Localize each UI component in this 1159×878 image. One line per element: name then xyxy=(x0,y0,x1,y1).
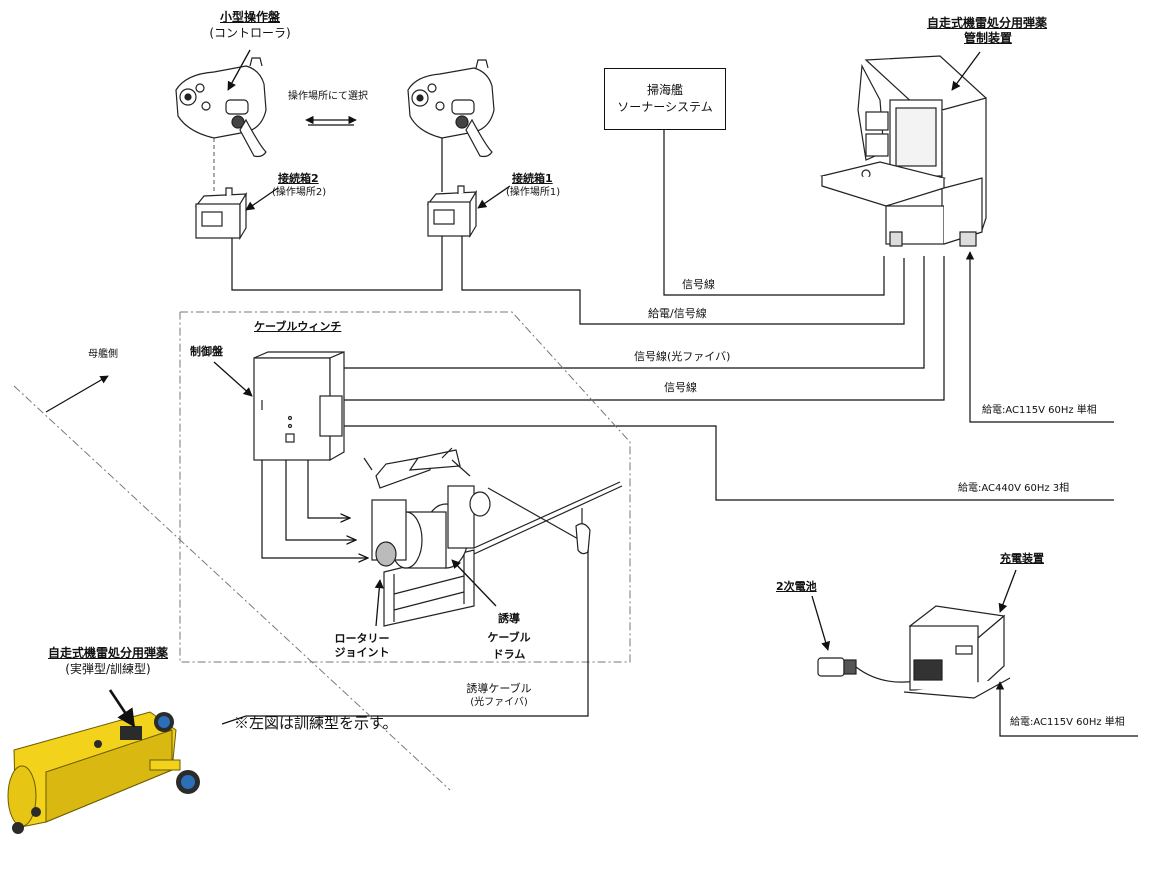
rotary-joint-label-2: ジョイント xyxy=(322,646,402,660)
power-ac115-label-bottom: 給電:AC115V 60Hz 単相 xyxy=(1010,716,1125,730)
power-signal-line-label: 給電/信号線 xyxy=(648,307,707,321)
junction-box-1-drawing xyxy=(428,186,476,236)
sonar-system-box: 掃海艦 ソーナーシステム xyxy=(604,68,726,130)
drum-label-2: ケーブル xyxy=(474,631,544,645)
optical-signal-line-label: 信号線(光ファイバ) xyxy=(634,350,730,364)
junction-box-2-drawing xyxy=(196,188,246,238)
mothership-side-label: 母艦側 xyxy=(88,348,118,362)
control-panel-label: 制御盤 xyxy=(190,345,223,359)
cable-winch-title: ケーブルウィンチ xyxy=(254,320,341,334)
junction-box-2-title: 接続箱2 xyxy=(278,172,319,186)
control-panel-drawing xyxy=(254,352,344,460)
rotary-joint-label-1: ロータリー xyxy=(322,632,402,646)
mine-disposal-vehicle-drawing xyxy=(8,712,200,834)
drum-label-1: 誘導 xyxy=(474,612,544,626)
junction-box-1-subtitle: (操作場所1) xyxy=(506,186,560,200)
controller-title: 小型操作盤 xyxy=(210,10,290,24)
training-model-note: ※左図は訓練型を示す。 xyxy=(234,712,398,733)
power-ac115-label-top: 給電:AC115V 60Hz 単相 xyxy=(982,404,1097,418)
vehicle-subtitle: (実弾型/訓練型) xyxy=(38,662,178,676)
junction-box-1-title: 接続箱1 xyxy=(512,172,553,186)
charger-drawing xyxy=(904,606,1010,698)
drum-label-3: ドラム xyxy=(474,648,544,662)
junction-box-2-subtitle: (操作場所2) xyxy=(272,186,326,200)
console-title-1: 自走式機雷処分用弾薬 xyxy=(922,16,1052,30)
guide-cable-label-1: 誘導ケーブル xyxy=(444,682,554,696)
sonar-line-1: 掃海艦 xyxy=(647,82,683,99)
guide-cable-label-2: (光ファイバ) xyxy=(444,696,554,710)
console-title-2: 管制装置 xyxy=(948,31,1028,45)
controller-1-drawing xyxy=(408,60,494,157)
sonar-line-2: ソーナーシステム xyxy=(617,99,712,116)
charger-label: 充電装置 xyxy=(1000,552,1044,566)
signal-line-label-1: 信号線 xyxy=(682,278,715,292)
select-location-label: 操作場所にて選択 xyxy=(288,90,368,104)
controller-subtitle: (コントローラ) xyxy=(205,26,295,40)
cable-hook-drawing xyxy=(576,508,590,554)
battery-label: 2次電池 xyxy=(776,580,817,594)
vehicle-title: 自走式機雷処分用弾薬 xyxy=(28,646,188,660)
power-ac440-label: 給電:AC440V 60Hz 3相 xyxy=(958,482,1069,496)
controller-2-drawing xyxy=(176,58,266,157)
signal-line-label-2: 信号線 xyxy=(664,381,697,395)
control-console-drawing xyxy=(822,56,986,246)
